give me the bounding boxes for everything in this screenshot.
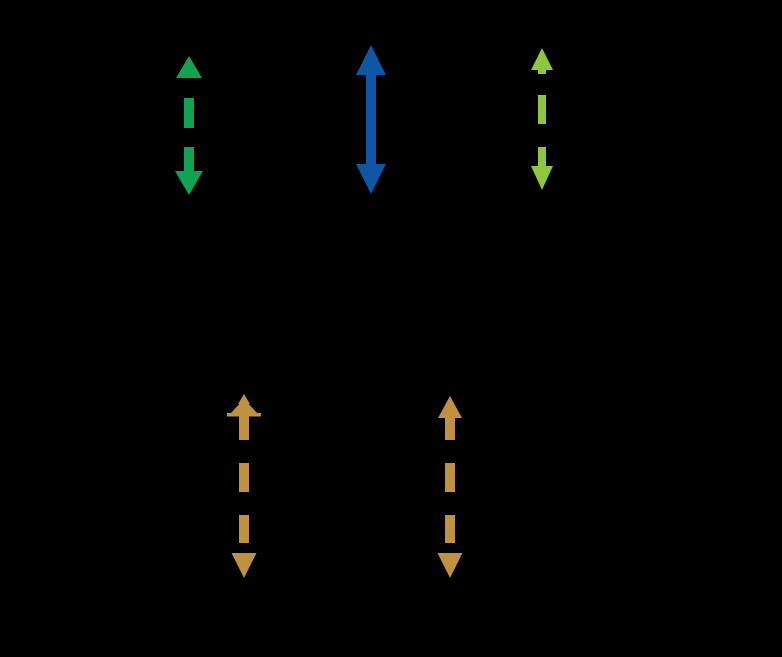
tan-dashed-double-arrow-right-head [437,553,463,578]
tan-dashed-double-arrow-left-head [231,553,257,578]
light-green-dashed-double-arrow [531,48,553,190]
tan-dashed-double-arrow-right [437,396,463,578]
dark-green-dashed-double-arrow-segment [184,98,194,128]
dark-green-dashed-double-arrow-head [176,56,202,78]
tan-dashed-double-arrow-right-head [438,396,462,418]
light-green-dashed-double-arrow-head [531,48,553,70]
tan-dashed-double-arrow-left-segment [239,416,249,440]
light-green-dashed-double-arrow-segment [538,70,546,74]
tan-dashed-double-arrow-left-head [230,399,258,414]
light-green-dashed-double-arrow-segment [538,147,546,168]
dark-green-dashed-double-arrow-segment [184,147,194,173]
tan-dashed-double-arrow-right-segment [445,515,455,543]
blue-solid-double-arrow-head [356,45,386,75]
blue-solid-double-arrow-head [356,164,386,194]
light-green-dashed-double-arrow-segment [538,95,546,124]
tan-dashed-double-arrow-left [227,394,261,578]
blue-solid-double-arrow [356,45,386,194]
tan-dashed-double-arrow-right-segment [445,417,455,440]
tan-dashed-double-arrow-left-segment [239,463,249,492]
tan-dashed-double-arrow-left-segment [239,515,249,543]
blue-solid-double-arrow-segment [366,73,376,166]
light-green-dashed-double-arrow-head [531,166,553,190]
dark-green-dashed-double-arrow [175,56,203,195]
tan-dashed-double-arrow-left-segment [227,413,261,417]
dark-green-dashed-double-arrow-head [175,171,203,195]
tan-dashed-double-arrow-right-segment [445,463,455,492]
